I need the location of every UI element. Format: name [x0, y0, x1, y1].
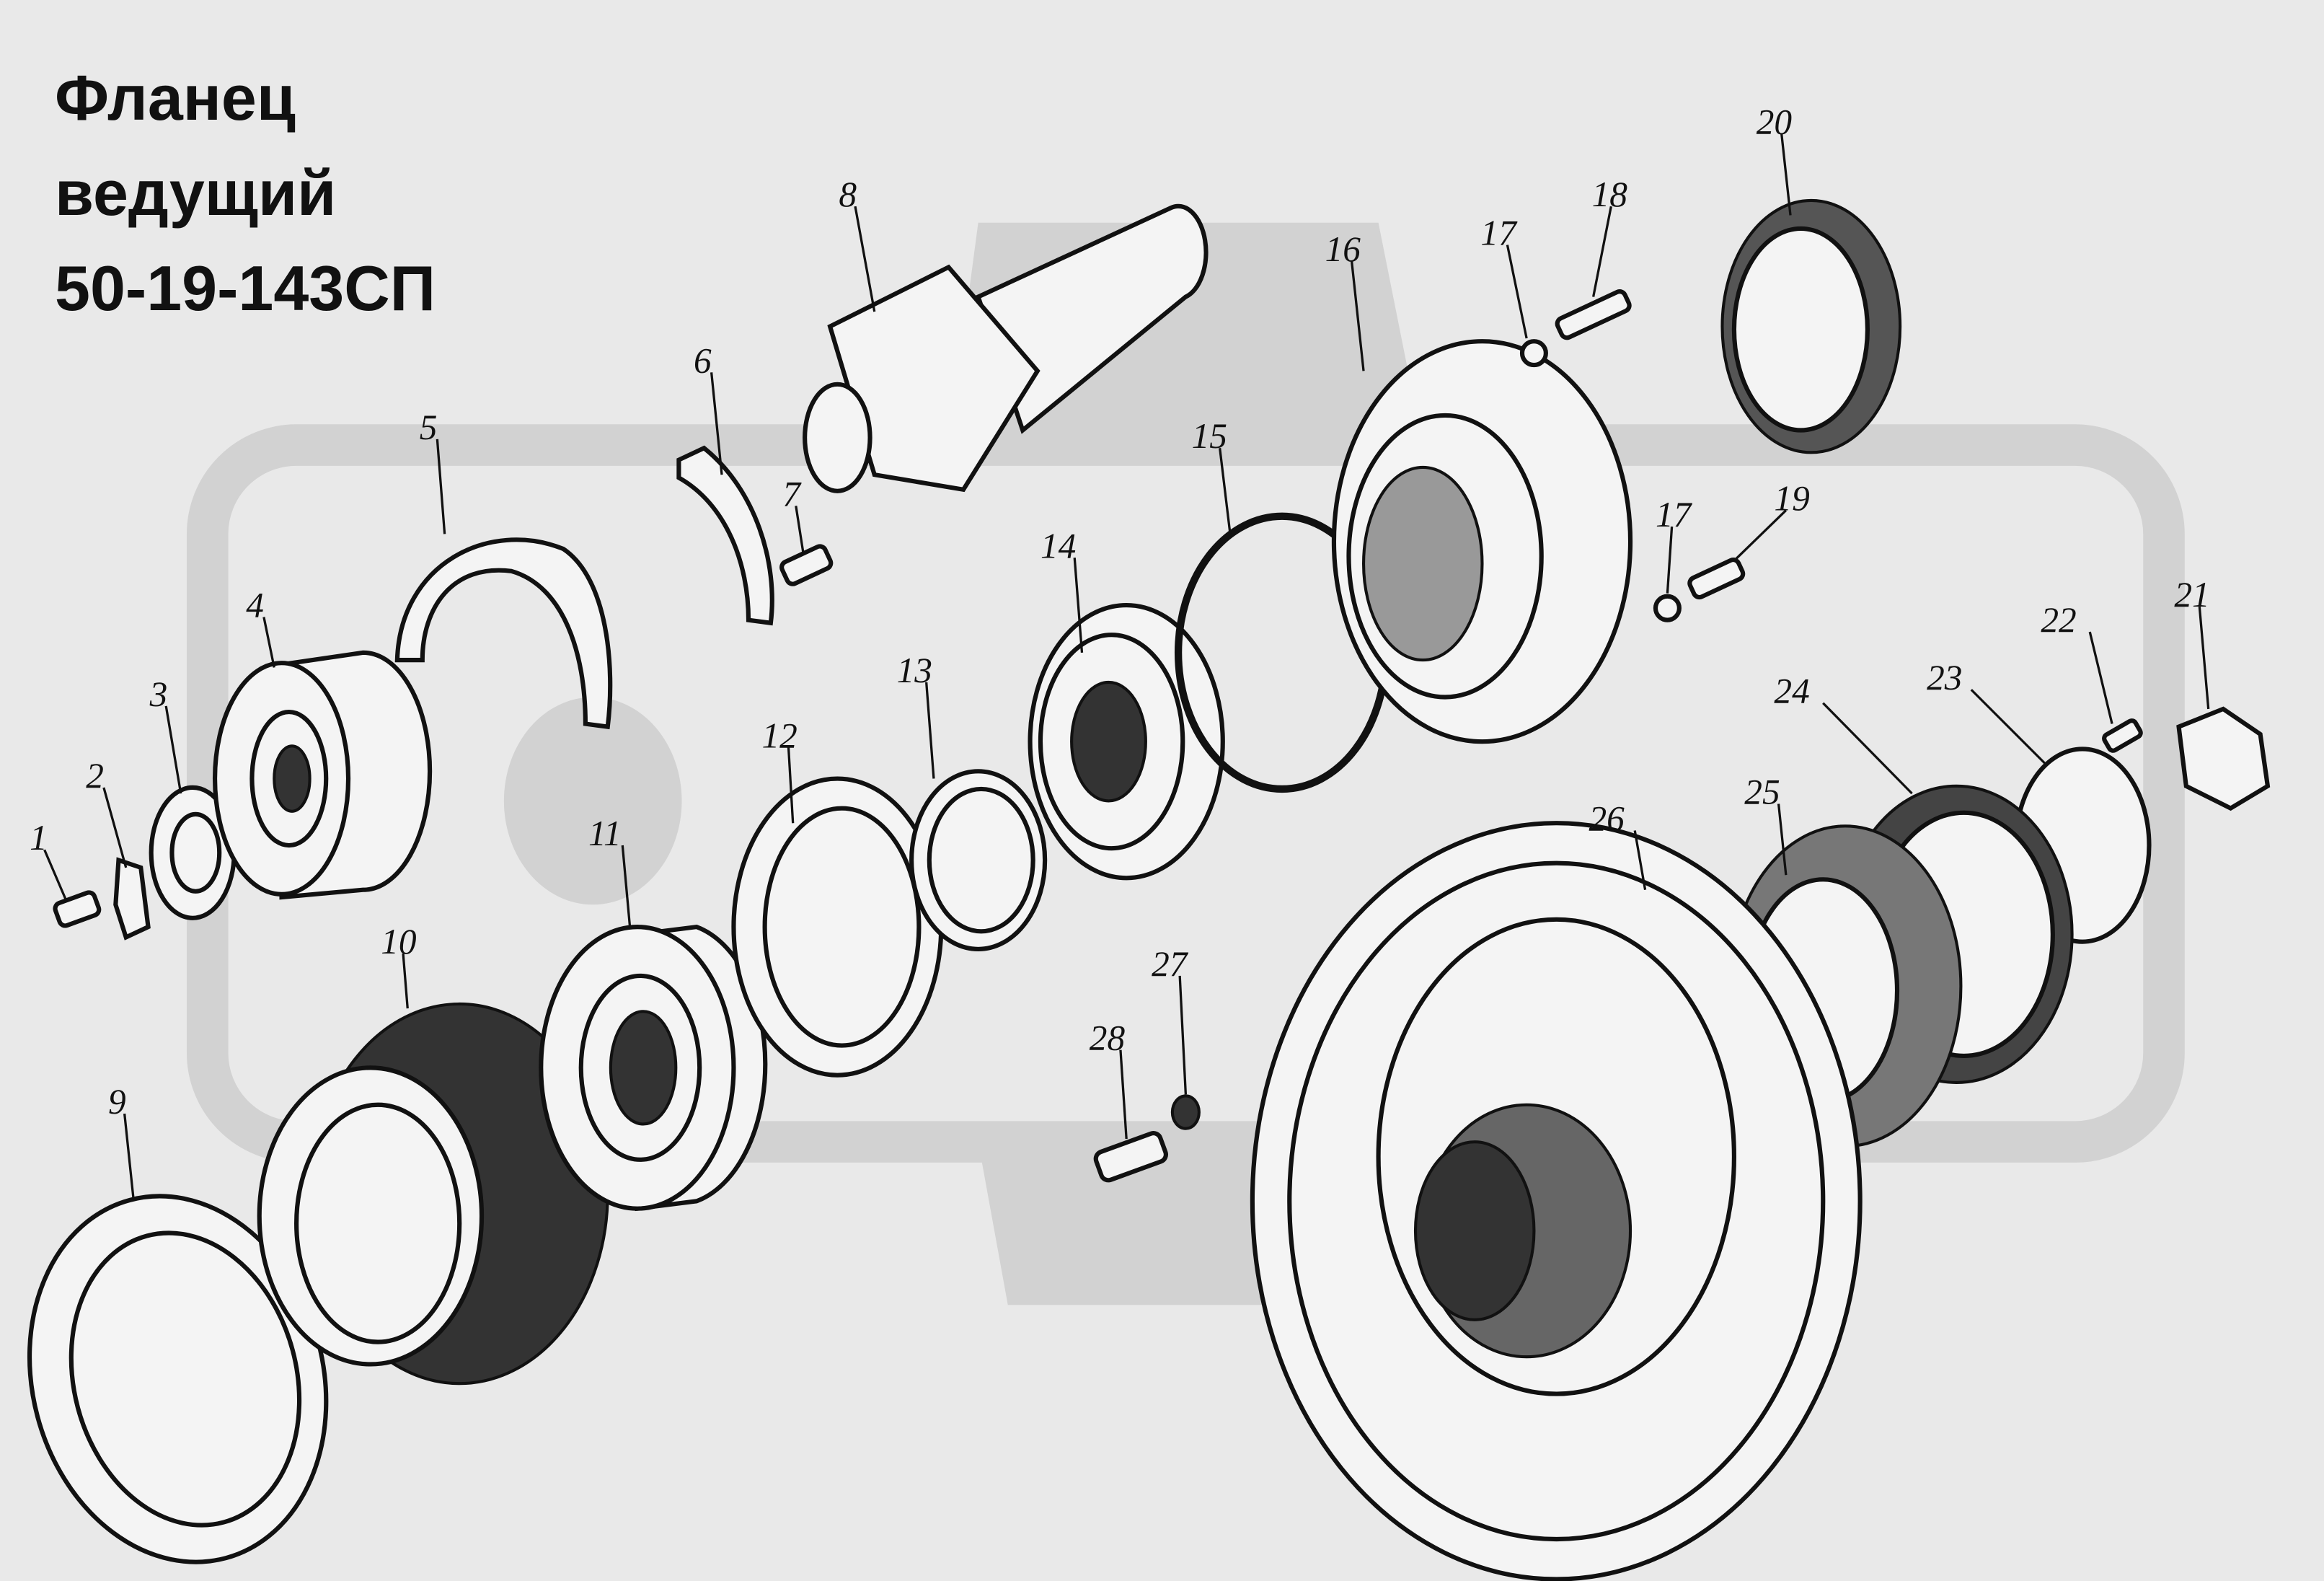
part-11-bearing [539, 924, 768, 1212]
callout-4: 4 [246, 586, 264, 625]
callout-11: 11 [588, 814, 622, 853]
part-1-bolt [53, 890, 102, 928]
callout-16: 16 [1325, 229, 1361, 269]
callout-13: 13 [897, 651, 932, 690]
callout-15: 15 [1192, 416, 1227, 456]
callout-23: 23 [1927, 658, 1962, 697]
callout-17-upper: 17 [1480, 213, 1518, 253]
part-8-splined-shaft [803, 203, 1209, 493]
part-13-ring [909, 769, 1048, 952]
part-4-bearing [212, 650, 433, 900]
callout-26: 26 [1589, 798, 1625, 838]
callout-20: 20 [1757, 102, 1793, 141]
part-28-bolt [1093, 1131, 1168, 1183]
part-16-flange-housing [1331, 339, 1633, 744]
callout-1: 1 [30, 818, 48, 858]
callout-24: 24 [1774, 671, 1809, 711]
callout-7: 7 [782, 474, 802, 514]
title-line-1: Фланец [55, 62, 296, 133]
part-6-arc-plate [676, 445, 774, 626]
callout-27: 27 [1152, 944, 1189, 984]
title-line-3: 50-19-143СП [55, 252, 436, 324]
callout-25: 25 [1744, 772, 1780, 811]
part-20-seal [1720, 198, 1902, 454]
part-9-gasket [27, 1194, 329, 1564]
part-14-ball-bearing [1028, 602, 1225, 881]
callout-6: 6 [694, 340, 712, 380]
part-18-bolt [1555, 289, 1632, 340]
callout-22: 22 [2041, 600, 2076, 640]
part-17-nut-lower [1653, 594, 1682, 622]
part-19-bolt [1687, 558, 1746, 600]
part-21-nut [2176, 706, 2271, 811]
callout-8: 8 [839, 175, 857, 214]
callout-5: 5 [420, 408, 438, 447]
callout-9: 9 [108, 1082, 126, 1122]
callout-14: 14 [1041, 526, 1076, 565]
part-7-bolt [779, 544, 834, 586]
callout-17-lower: 17 [1656, 495, 1693, 534]
callout-10: 10 [381, 922, 417, 961]
callout-28: 28 [1090, 1018, 1126, 1058]
title-line-2: ведущий [55, 157, 337, 229]
part-27-washer [1170, 1094, 1201, 1130]
callout-18: 18 [1592, 175, 1628, 214]
leader-lines [43, 133, 2210, 1199]
part-17-nut-upper [1519, 339, 1548, 368]
part-2-lock-plate [113, 857, 151, 941]
callout-12: 12 [762, 715, 798, 755]
callout-2: 2 [86, 756, 104, 796]
diagram-title: Фланец ведущий 50-19-143СП [55, 50, 436, 336]
callout-21: 21 [2174, 575, 2209, 615]
callout-19: 19 [1774, 479, 1809, 519]
callout-labels: 1 2 3 4 5 6 7 8 9 10 11 12 13 14 15 16 1… [30, 102, 2210, 1122]
callout-3: 3 [149, 674, 168, 714]
part-26-driving-flange [1250, 821, 1863, 1581]
part-10-housing [257, 1002, 609, 1386]
part-5-half-ring-plate [394, 537, 613, 730]
part-12-ring [731, 776, 944, 1078]
part-22-bolt [2102, 718, 2143, 753]
